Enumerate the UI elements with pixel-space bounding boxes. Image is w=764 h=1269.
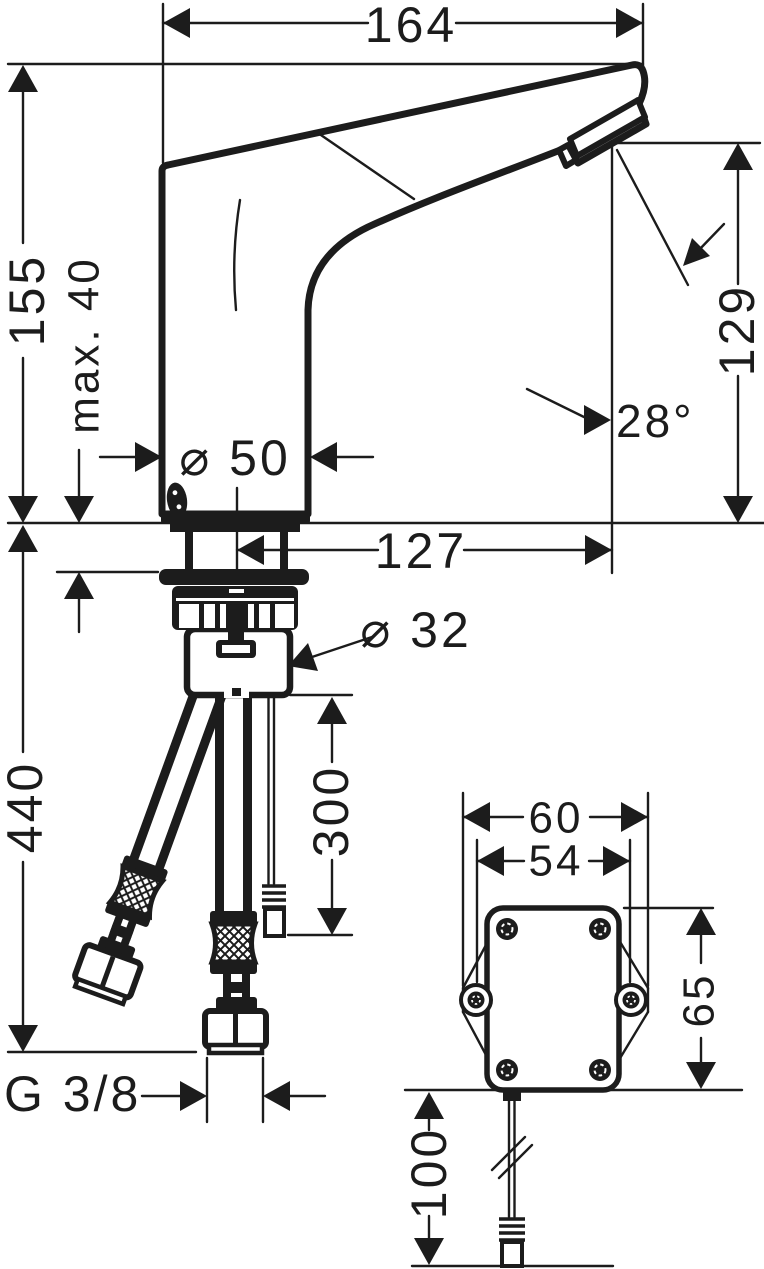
dim-label-28deg: 28° (616, 395, 695, 447)
sensor-window-icon (166, 482, 188, 518)
control-box-cable (490, 1090, 534, 1268)
clamp-stud (228, 626, 244, 644)
cable-connector-icon (499, 1217, 525, 1268)
dim-label-440: 440 (0, 761, 53, 853)
faucet-outline (158, 61, 650, 518)
dim-hose-440: 440 (0, 525, 53, 1052)
dim-cable-300: 300 (286, 693, 359, 937)
cable-break-icon (490, 1135, 527, 1172)
dim-label-max40: max. 40 (60, 256, 109, 434)
dim-thread-g38: G 3/8 (4, 1056, 327, 1124)
base-flange (170, 523, 300, 532)
stabilizer-washer (159, 569, 309, 585)
dim-label-dia50: ⌀ 50 (179, 430, 291, 486)
sensor-cable (262, 695, 286, 938)
dim-label-129: 129 (709, 284, 764, 376)
dim-hole-diameter-32: ⌀ 32 (288, 602, 472, 671)
supply-hose-angled (72, 684, 227, 1007)
control-box (459, 905, 650, 1268)
dim-height-155: 155 (0, 65, 55, 523)
dim-label-dia32: ⌀ 32 (360, 602, 472, 658)
dim-outlet-height-129: 129 (709, 143, 764, 523)
dim-box-height-65: 65 (622, 906, 724, 1089)
dim-diameter-50: ⌀ 50 (98, 430, 375, 486)
dim-label-g38: G 3/8 (4, 1066, 141, 1122)
dim-label-100: 100 (401, 1127, 457, 1219)
dim-label-65: 65 (675, 973, 724, 1028)
cable-connector-icon (262, 884, 286, 938)
dim-width-164: 164 (161, 0, 645, 53)
side-mount-screw-icon (459, 983, 648, 1017)
dim-angle-28: 28° (525, 148, 726, 447)
dim-label-164: 164 (365, 0, 457, 53)
dim-max-40: max. 40 (60, 256, 109, 634)
mounting-hardware (159, 512, 310, 699)
dim-reach-127: 127 (235, 523, 614, 579)
dim-label-300: 300 (303, 765, 359, 857)
dim-label-155: 155 (0, 254, 55, 346)
spout-joint-line (316, 131, 416, 201)
dim-label-60: 60 (529, 794, 584, 843)
dim-label-127: 127 (375, 523, 467, 579)
hose-braid-sleeve (208, 921, 259, 965)
dim-box-cable-100: 100 (401, 1092, 615, 1268)
corner-screw-icon (496, 918, 611, 1081)
body-contour-line (233, 198, 242, 312)
supply-hose-straight (202, 697, 269, 1056)
dim-box-width-60: 60 (461, 791, 650, 988)
mounting-nut-slots (179, 604, 294, 628)
faucet-body (158, 61, 650, 571)
aerator-foot (556, 142, 579, 169)
dim-box-spacing-54: 54 (475, 837, 632, 984)
dim-label-54: 54 (529, 837, 584, 886)
shank-wall-left (185, 531, 193, 571)
